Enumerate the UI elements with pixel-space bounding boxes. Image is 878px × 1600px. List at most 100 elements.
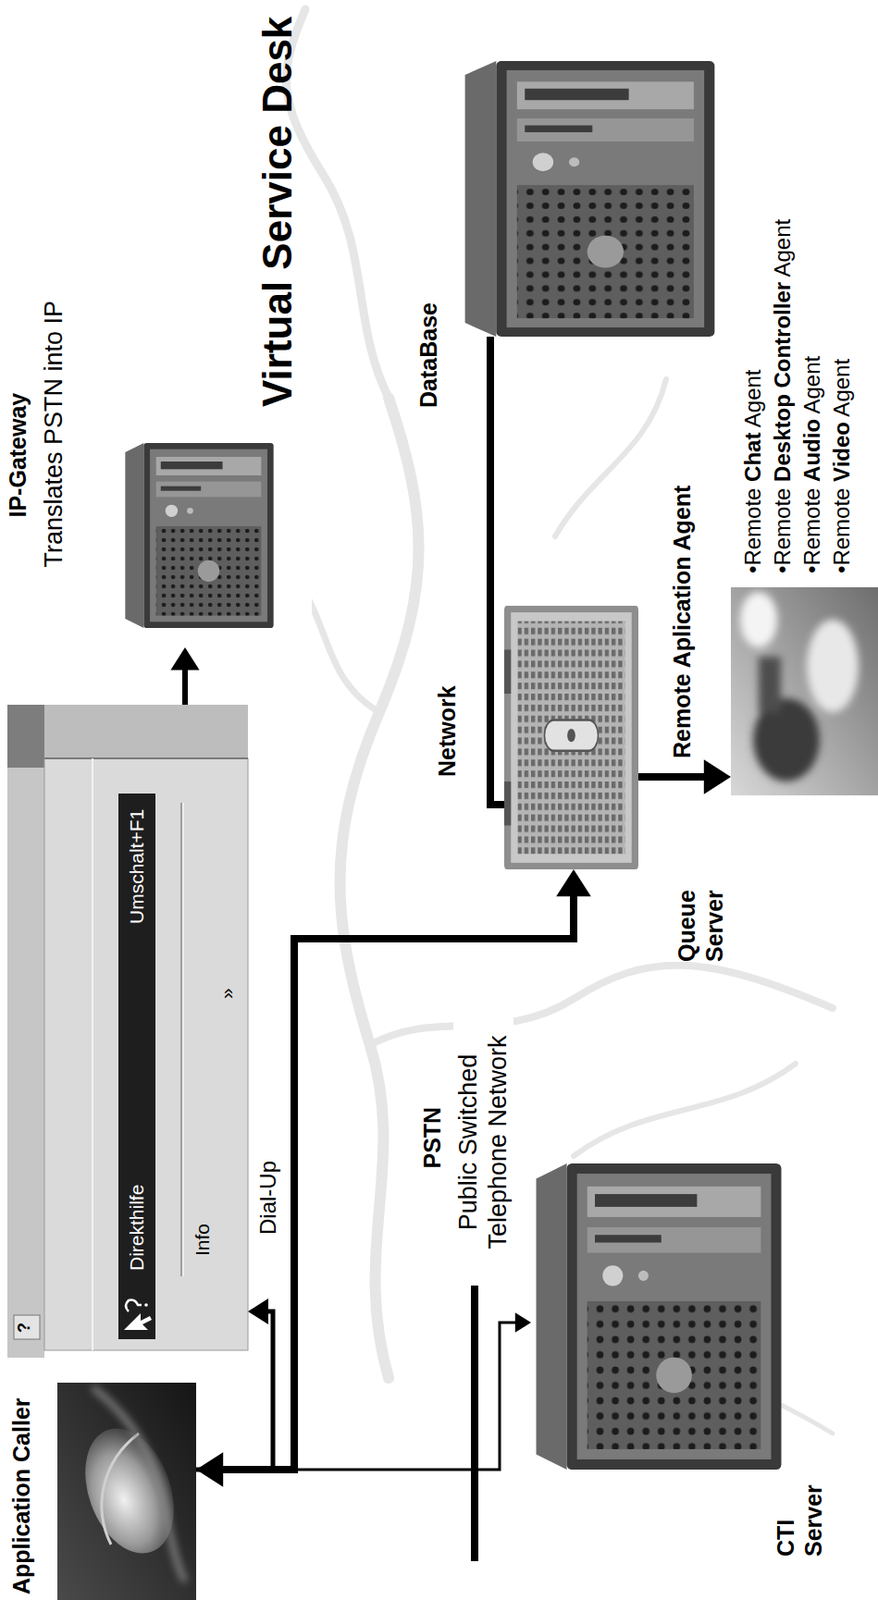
menu-item: Info — [190, 1224, 214, 1257]
agent-bullet: •Remote Desktop Controller Agent — [769, 219, 797, 574]
connector-line — [638, 773, 708, 781]
agent-bullet: •Remote Video Agent — [828, 358, 856, 574]
arrow-head — [704, 759, 731, 795]
bullet-word: Chat — [740, 432, 766, 483]
bullet-word: Agent — [769, 219, 795, 278]
mouse-photo-part — [57, 1383, 197, 1600]
menu-screenshot-part — [144, 1303, 149, 1308]
cti-server-part-part — [536, 1163, 782, 1471]
agent-box: Remote Aplication Agent — [730, 587, 878, 796]
mouse-photo-part — [101, 1434, 139, 1546]
cti-server-part — [536, 1163, 782, 1471]
cti-server — [536, 1163, 782, 1471]
menu-screenshot-part — [118, 793, 156, 1340]
menu-screenshot-part — [44, 704, 248, 759]
connector — [196, 869, 592, 1488]
gateway-server-part-part — [124, 443, 273, 629]
connector-line — [182, 667, 188, 705]
diagram-title: Virtual Service Desk — [253, 16, 303, 408]
bullet-word: •Remote — [828, 488, 854, 574]
root-watermark-part — [340, 397, 420, 1379]
database-box: DataBase — [459, 61, 720, 337]
menu-screenshot-part — [44, 757, 248, 760]
connector — [170, 647, 199, 705]
bullet-word: •Remote — [799, 488, 825, 574]
menu-screenshot-part — [7, 704, 45, 768]
queue-server — [504, 605, 639, 870]
arrow-head — [515, 1312, 532, 1334]
network-name: PSTN — [418, 1107, 446, 1170]
agent-photo-part-part — [806, 619, 859, 713]
menu-screenshot-part — [182, 803, 185, 1277]
agent-photo — [730, 587, 878, 796]
gateway-server — [86, 423, 312, 648]
bullet-word: Agent — [799, 356, 825, 415]
agent-photo-part — [730, 587, 878, 796]
arrow-head — [196, 1452, 223, 1488]
menu-shortcut: Umschalt+F1 — [124, 809, 149, 925]
arrow-head — [247, 1298, 269, 1325]
bullet-word: Agent — [740, 369, 766, 428]
menu-screenshot-part — [125, 1300, 142, 1312]
node-description: Translates PSTN into IP — [38, 300, 69, 569]
root-watermark-part — [555, 379, 667, 537]
node-heading: DataBase — [414, 302, 443, 409]
connector-line — [196, 1311, 273, 1471]
queue-server-part-part — [504, 605, 639, 870]
database-server-part-part — [465, 61, 716, 337]
menu-screenshot-part — [91, 758, 94, 1351]
root-watermark-part — [286, 9, 389, 398]
network-description: Public Switched Telephone Network — [453, 1017, 514, 1268]
arrow-head — [170, 647, 199, 670]
gateway-server-part — [86, 423, 312, 648]
arrow-head — [556, 869, 592, 897]
connector-line — [490, 336, 505, 805]
agent-photo-part-part — [740, 592, 778, 648]
bullet-word: •Remote — [740, 488, 766, 574]
connector — [638, 759, 731, 795]
menu-more: » — [214, 988, 238, 1000]
node-heading: Queue Server — [672, 890, 729, 963]
database-server — [465, 61, 716, 337]
connector — [196, 1298, 273, 1471]
connector-line — [219, 892, 574, 1471]
node-heading: CTI Server — [771, 1484, 828, 1558]
menu-item: Direkthilfe — [124, 1185, 149, 1272]
menu-tab: ? — [14, 1323, 36, 1334]
menu-screenshot-part — [44, 758, 248, 1351]
menu-screenshot-part — [7, 704, 45, 1359]
menu-screenshot — [7, 704, 248, 1359]
menu-screenshot-part — [180, 803, 183, 1277]
cti-box: CTI Server — [531, 1163, 787, 1471]
bullet-word: •Remote — [769, 488, 795, 574]
root-watermark-part — [573, 1063, 796, 1157]
bullet-word: Video — [828, 421, 854, 483]
node-heading: Application Caller — [7, 1397, 36, 1596]
database-server-part — [465, 61, 716, 337]
pstn-bus-part — [470, 1286, 479, 1562]
connector — [196, 1312, 532, 1471]
queue-box: Queue Server — [504, 605, 639, 870]
bullet-word: Audio — [799, 419, 825, 483]
mouse-photo-part — [92, 1387, 186, 1583]
pstn-bus — [474, 1286, 476, 1562]
agent-photo-part — [740, 592, 859, 782]
agent-photo-part-part — [758, 656, 781, 713]
menu-screenshot: ? Direkthilfe Umschalt+F1Info » — [7, 704, 248, 1359]
edge-label: Dial-Up — [255, 1161, 283, 1236]
connector-line — [196, 1323, 518, 1471]
bullet-word: Desktop — [769, 394, 795, 483]
connector — [490, 336, 505, 805]
agent-bullet: •Remote Audio Agent — [799, 356, 827, 574]
menu-screenshot-part — [13, 1315, 40, 1340]
queue-server-part — [504, 605, 639, 870]
gateway-box: IP-GatewayTranslates PSTN into IP — [86, 423, 312, 648]
bullet-word: Controller — [769, 282, 795, 389]
bullet-word: Agent — [828, 358, 854, 418]
menu-screenshot-part — [123, 1313, 152, 1331]
caller-photo: Application Caller — [57, 1383, 197, 1600]
node-heading: Remote Aplication Agent — [667, 485, 696, 759]
